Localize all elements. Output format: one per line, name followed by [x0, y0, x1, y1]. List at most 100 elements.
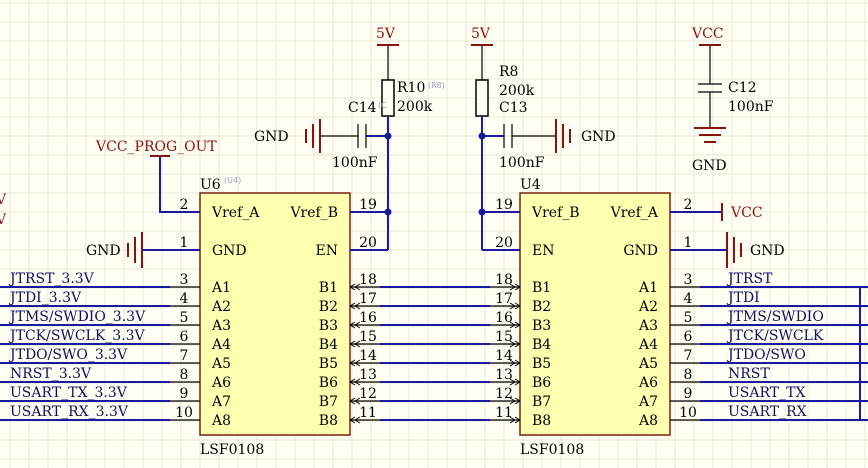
- u4-pin-9-number: 9: [684, 386, 693, 402]
- u6-pin-17-name: B2: [319, 299, 338, 315]
- u6-pin-16-number: 16: [359, 310, 377, 326]
- u4-b6-arrow: [509, 378, 521, 386]
- u4-a3-net-label: JTMS/SWDIO: [726, 309, 824, 325]
- c12-ref: C12: [728, 80, 757, 96]
- u6-body[interactable]: [199, 192, 351, 436]
- u4-gnd-symbol: GND: [670, 232, 785, 268]
- u6-pin-18-name: B1: [319, 280, 338, 296]
- u6-pin-9-name: A7: [211, 394, 231, 410]
- u4-pin-4-number: 4: [684, 291, 693, 307]
- u4-b7-arrow: [509, 397, 521, 405]
- u6-pin-20-number: 20: [359, 235, 377, 251]
- u4-pin-2-number: 2: [684, 197, 693, 213]
- u6-pin-15-name: B4: [319, 337, 338, 353]
- u6-b5-arrow: [349, 359, 361, 367]
- u4-pin-8-number: 8: [684, 367, 693, 383]
- u6-part: LSF0108: [200, 442, 264, 458]
- u6-pin-1-number: 1: [180, 235, 189, 251]
- u4-a8-net-label: USART_RX: [728, 404, 807, 420]
- u4-pin-6-name: A4: [638, 337, 658, 353]
- c12-network[interactable]: VCC GND C12 100nF: [691, 26, 774, 174]
- edge-label-fragment-1: V: [0, 192, 7, 208]
- u4-pin-7-name: A5: [638, 356, 658, 372]
- u6-pin-19-name: Vref_B: [289, 205, 338, 221]
- u4-pin-12-number: 12: [495, 386, 513, 402]
- u6-pin-2-number: 2: [180, 197, 189, 213]
- u4-pin-9-name: A7: [638, 394, 658, 410]
- u6-pin-8-number: 8: [180, 367, 189, 383]
- u4-vcc-label: VCC: [730, 205, 763, 221]
- u4-pin-11-number: 11: [495, 405, 513, 421]
- u6-pin-3-number: 3: [180, 272, 189, 288]
- u6-pin-17-number: 17: [359, 291, 377, 307]
- u6-pin-2-name: Vref_A: [211, 205, 260, 221]
- u4-pin-13-name: B6: [532, 375, 551, 391]
- u6-pin-20-name: EN: [316, 243, 338, 259]
- u6-pin-14-name: B5: [319, 356, 338, 372]
- u6-a3-net-label: JTMS/SWDIO_3.3V: [8, 309, 146, 325]
- u4-b5-arrow: [509, 359, 521, 367]
- u6-pin-5-number: 5: [180, 310, 189, 326]
- c14-ref: C14: [348, 100, 377, 116]
- u4-pin-1-name: GND: [623, 243, 658, 259]
- u6-a2-net-label: JTDI_3.3V: [8, 290, 82, 306]
- u4-body[interactable]: [519, 192, 671, 436]
- u6-ref-tag: (U4): [224, 176, 241, 185]
- u4-pin-7-number: 7: [684, 348, 693, 364]
- u4-pin-17-number: 17: [495, 291, 513, 307]
- vcc-prog-out-net[interactable]: VCC_PROG_OUT: [95, 139, 217, 213]
- r10-c14-network[interactable]: 5V R10 (R8) 200k GND C14 (C 100nF: [254, 26, 445, 251]
- u6-pin-18-number: 18: [359, 272, 377, 288]
- u6-pin-9-number: 9: [180, 386, 189, 402]
- u6-pin-8-name: A6: [211, 375, 231, 391]
- u6-pin-10-number: 10: [175, 405, 193, 421]
- r10-resistor[interactable]: [381, 79, 395, 117]
- u4-pin-17-name: B2: [532, 299, 551, 315]
- u6-pin-12-number: 12: [359, 386, 377, 402]
- u6-gnd-label: GND: [86, 243, 121, 259]
- u6-pin-11-number: 11: [359, 405, 377, 421]
- u4-a4-net-label: JTCK/SWCLK: [726, 328, 824, 344]
- u6-a4-net-label: JTCK/SWCLK_3.3V: [8, 328, 146, 344]
- u4-pin-16-number: 16: [495, 310, 513, 326]
- u6-pin-1-name: GND: [212, 243, 247, 259]
- c14-gnd-label: GND: [254, 129, 289, 145]
- u6-b3-arrow: [349, 321, 361, 329]
- u4-pin-13-number: 13: [495, 367, 513, 383]
- u4-pin-19-name: Vref_B: [531, 205, 580, 221]
- edge-label-fragment-2: V: [0, 212, 7, 228]
- u4-a7-net-label: USART_TX: [728, 385, 805, 401]
- u6-ref: U6: [200, 177, 221, 193]
- u6-a6-net-label: NRST_3.3V: [10, 366, 92, 382]
- u6-b2-arrow: [349, 302, 361, 310]
- u6-pin-3-name: A1: [211, 280, 231, 296]
- u4-ref: U4: [520, 177, 541, 193]
- u4-pin-16-name: B3: [532, 318, 551, 334]
- u6-a1-net-label: JTRST_3.3V: [8, 271, 95, 287]
- u4-part: LSF0108: [520, 442, 584, 458]
- r8-resistor[interactable]: [475, 79, 489, 117]
- u6-pin-19-number: 19: [359, 197, 377, 213]
- u6-pin-10-name: A8: [211, 413, 231, 429]
- c13-ref: C13: [499, 100, 528, 116]
- u4-pin-1-number: 1: [684, 235, 693, 251]
- c13-value: 100nF: [499, 155, 545, 171]
- u6-pin-13-name: B6: [319, 375, 338, 391]
- u4-pin-15-number: 15: [495, 329, 513, 345]
- u6-b7-arrow: [349, 397, 361, 405]
- u4-pin-2-name: Vref_A: [610, 205, 659, 221]
- u4-pin-11-name: B8: [532, 413, 551, 429]
- u6-b8-arrow: [349, 416, 361, 424]
- u4-pin-14-name: B5: [532, 356, 551, 372]
- u6-pin-15-number: 15: [359, 329, 377, 345]
- u4-pin-5-name: A3: [638, 318, 658, 334]
- u4-b8-arrow: [509, 416, 521, 424]
- r8-c13-network[interactable]: 5V R8 200k GND C13 100nF: [471, 26, 616, 251]
- u6-a7-net-label: USART_TX_3.3V: [10, 385, 128, 401]
- u6-pin-4-name: A2: [211, 299, 231, 315]
